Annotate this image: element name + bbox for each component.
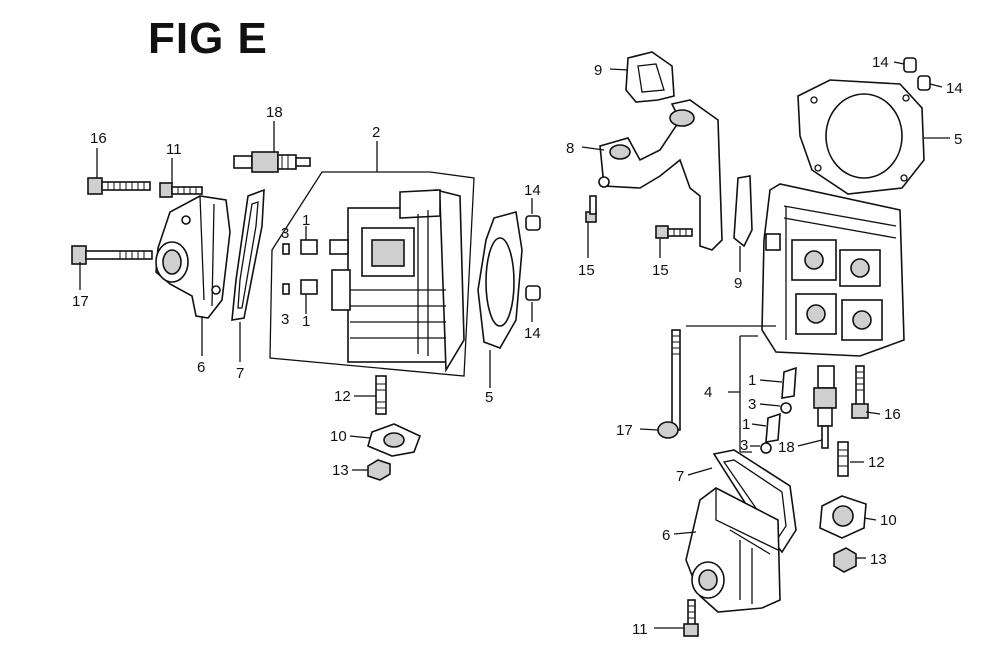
left-head-gasket-5 [477, 210, 523, 349]
callout-3b: 3 [740, 437, 748, 454]
right-head-gasket-5 [797, 79, 925, 195]
callout-14b: 14 [524, 325, 541, 342]
left-stud-12 [375, 375, 387, 415]
callout-15b: 15 [652, 262, 669, 279]
right-leader-lines [581, 61, 950, 629]
left-gasket-10 [367, 423, 422, 457]
left-bolt-16 [87, 177, 151, 195]
callout-16: 16 [884, 406, 901, 423]
callout-5: 5 [954, 131, 962, 148]
right-spark-plug-18 [813, 365, 837, 449]
right-gasket-9-top [625, 51, 675, 103]
left-spark-plug-18 [233, 151, 311, 173]
callout-1b: 1 [742, 416, 750, 433]
right-group-4-bracket [686, 325, 776, 453]
callout-2: 2 [372, 124, 380, 141]
left-bolt-17 [71, 245, 153, 265]
callout-12: 12 [868, 454, 885, 471]
left-cover-6 [155, 195, 231, 319]
callout-10: 10 [880, 512, 897, 529]
left-cylinder-head-2 [269, 171, 475, 377]
right-bolt-15b [655, 225, 693, 239]
callout-1a: 1 [302, 212, 310, 229]
left-dowel-pins-14 [525, 215, 541, 301]
right-bolt-15a [585, 195, 597, 223]
callout-14a: 14 [872, 54, 889, 71]
callout-18: 18 [266, 104, 283, 121]
callout-6: 6 [662, 527, 670, 544]
right-exhaust-pipe-8 [598, 99, 723, 251]
right-gasket-9-lower [733, 175, 753, 248]
figure-title: FIG E [148, 14, 268, 63]
callout-9b: 9 [734, 275, 742, 292]
callout-5: 5 [485, 389, 493, 406]
left-nut-13 [367, 459, 391, 481]
callout-9a: 9 [594, 62, 602, 79]
left-valve-parts [282, 239, 318, 295]
callout-13: 13 [332, 462, 349, 479]
callout-17: 17 [616, 422, 633, 439]
callout-15a: 15 [578, 262, 595, 279]
right-cover-6 [685, 487, 781, 613]
left-bolt-11 [159, 182, 203, 198]
callout-14b: 14 [946, 80, 963, 97]
right-stud-12 [837, 441, 849, 477]
callout-10: 10 [330, 428, 347, 445]
callout-7: 7 [676, 468, 684, 485]
callout-17: 17 [72, 293, 89, 310]
callout-1a: 1 [748, 372, 756, 389]
left-gasket-7 [231, 188, 265, 321]
right-bolt-17 [657, 329, 681, 439]
callout-13: 13 [870, 551, 887, 568]
callout-3b: 3 [281, 311, 289, 328]
callout-12: 12 [334, 388, 351, 405]
callout-11: 11 [632, 621, 648, 638]
right-nut-13 [833, 547, 857, 573]
callout-18: 18 [778, 439, 795, 456]
callout-8: 8 [566, 140, 574, 157]
right-dowel-pins-14 [903, 57, 931, 91]
callout-6: 6 [197, 359, 205, 376]
callout-11: 11 [166, 141, 182, 158]
callout-3a: 3 [748, 396, 756, 413]
right-bolt-16 [851, 365, 869, 419]
right-bolt-11 [683, 599, 699, 637]
callout-3a: 3 [281, 225, 289, 242]
left-callouts: 16 11 18 2 17 6 7 3 1 3 1 14 14 5 12 10 … [72, 104, 541, 479]
callout-1b: 1 [302, 313, 310, 330]
callout-16: 16 [90, 130, 107, 147]
callout-4: 4 [704, 384, 712, 401]
left-leader-lines [79, 121, 533, 471]
callout-7: 7 [236, 365, 244, 382]
callout-14a: 14 [524, 182, 541, 199]
right-callouts: 9 8 15 15 9 14 14 5 4 1 3 1 3 18 16 17 7… [566, 54, 963, 638]
right-valve-parts [760, 366, 797, 454]
right-cylinder-head [761, 183, 905, 357]
right-gasket-10 [819, 495, 867, 539]
